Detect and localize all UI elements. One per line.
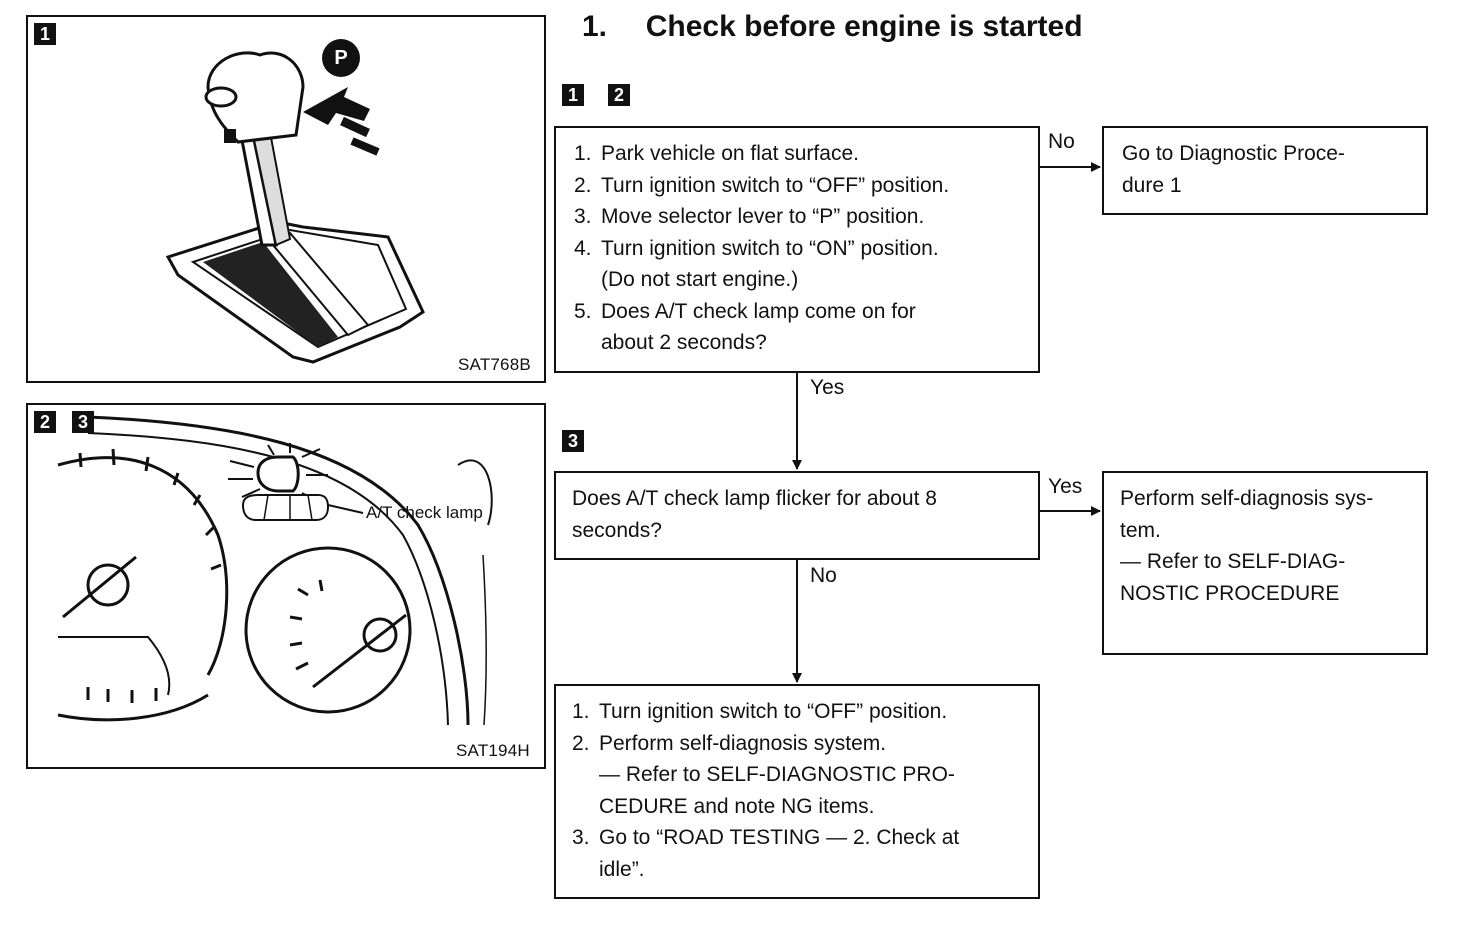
flicker-question-line2: seconds?	[572, 518, 662, 542]
heading-number: 1.	[582, 10, 608, 43]
figure-selector-lever: 1 P SAT768B	[26, 15, 546, 383]
step-tag-3: 3	[562, 430, 584, 452]
self-diagnosis-line4: NOSTIC PROCEDURE	[1120, 581, 1340, 605]
list-item: 2.Turn ignition switch to “OFF” position…	[574, 173, 950, 197]
selector-lever-illustration	[165, 51, 425, 364]
final-steps-list: 1.Turn ignition switch to “OFF” position…	[572, 696, 1038, 885]
step-tag-2: 2	[608, 84, 630, 106]
list-item: 1.Park vehicle on flat surface.	[574, 142, 859, 165]
list-item: 2.Perform self-diagnosis system.— Refer …	[572, 731, 955, 818]
label-no2: No	[810, 564, 837, 587]
self-diagnosis-line2: tem.	[1120, 518, 1161, 542]
label-yes1: Yes	[810, 376, 845, 399]
diagnostic-procedure-box: Go to Diagnostic Proce- dure 1	[1102, 126, 1428, 215]
figure-tag-2: 2	[34, 411, 56, 433]
check-box-flicker: Does A/T check lamp flicker for about 8 …	[554, 471, 1040, 560]
list-item: 1.Turn ignition switch to “OFF” position…	[572, 700, 948, 723]
gear-p-label: P	[334, 47, 348, 69]
gear-p-badge: P	[322, 39, 360, 77]
diagnostic-procedure-line2: dure 1	[1122, 173, 1182, 197]
label-yes2: Yes	[1048, 475, 1083, 498]
step-tag-1: 1	[562, 84, 584, 106]
check-box-initial: 1.Park vehicle on flat surface. 2.Turn i…	[554, 126, 1040, 373]
check-box-final: 1.Turn ignition switch to “OFF” position…	[554, 684, 1040, 899]
list-item: 4.Turn ignition switch to “ON” position.…	[574, 236, 939, 292]
self-diagnosis-box: Perform self-diagnosis sys- tem. — Refer…	[1102, 471, 1428, 655]
figure-tag: 1	[34, 23, 56, 45]
figure-code: SAT768B	[458, 355, 531, 374]
self-diagnosis-line3: — Refer to SELF-DIAG-	[1120, 550, 1346, 573]
diagnostic-procedure-line1: Go to Diagnostic Proce-	[1122, 142, 1345, 165]
figure-code-2: SAT194H	[456, 741, 530, 760]
list-item: 3.Move selector lever to “P” position.	[574, 205, 925, 228]
initial-steps-list: 1.Park vehicle on flat surface. 2.Turn i…	[574, 138, 1038, 359]
instrument-cluster-illustration	[57, 415, 493, 726]
figure-instrument-cluster: 2 3 A/T check lamp SAT194H	[26, 403, 546, 769]
self-diagnosis-line1: Perform self-diagnosis sys-	[1120, 487, 1374, 510]
label-no1: No	[1048, 130, 1075, 153]
heading-text: Check before engine is started	[645, 10, 1083, 43]
page-title: 1. Check before engine is started	[582, 10, 1083, 44]
flicker-question-line1: Does A/T check lamp flicker for about 8	[572, 487, 937, 510]
check-lamp-callout: A/T check lamp	[366, 503, 483, 522]
